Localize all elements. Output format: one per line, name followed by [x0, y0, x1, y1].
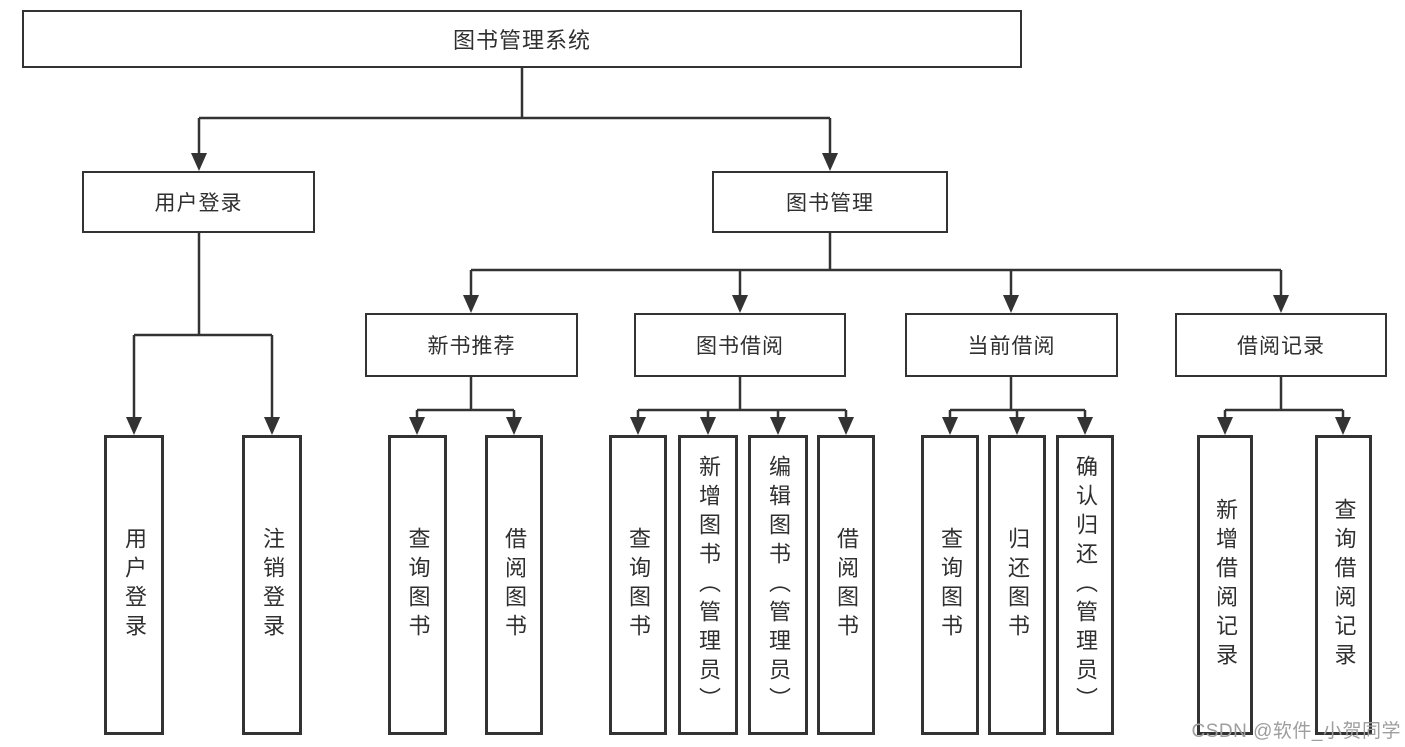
leaf-query-borrow-record: 查询借阅记录 — [1315, 435, 1372, 735]
leaf-query-book-under-borrowing: 查询图书 — [609, 435, 667, 735]
leaf-label: 查询图书 — [938, 527, 963, 643]
leaf-borrow-book-under-recommendation: 借阅图书 — [485, 435, 543, 735]
node-book-borrowing: 图书借阅 — [634, 313, 846, 377]
leaf-borrow-book-under-borrowing: 借阅图书 — [817, 435, 875, 735]
leaf-label: 编辑图书（管理员） — [766, 454, 791, 716]
leaf-user-login: 用户登录 — [104, 435, 164, 735]
leaf-label: 新增借阅记录 — [1213, 498, 1238, 672]
node-current-borrowing: 当前借阅 — [905, 313, 1118, 377]
leaf-confirm-return-admin: 确认归还（管理员） — [1056, 435, 1114, 735]
leaf-label: 借阅图书 — [502, 527, 527, 643]
leaf-logout: 注销登录 — [242, 435, 302, 735]
leaf-query-book-under-current: 查询图书 — [921, 435, 979, 735]
connector-lines — [132, 68, 1345, 418]
node-user-login: 用户登录 — [82, 171, 315, 233]
leaf-label: 用户登录 — [122, 527, 147, 643]
node-borrowing-records: 借阅记录 — [1175, 313, 1387, 377]
arrowhead-icons — [126, 153, 1351, 435]
leaf-label: 归还图书 — [1005, 527, 1030, 643]
node-root: 图书管理系统 — [22, 10, 1022, 68]
leaf-label: 注销登录 — [260, 527, 285, 643]
leaf-edit-book-admin: 编辑图书（管理员） — [748, 435, 808, 735]
node-new-book-recommendation: 新书推荐 — [365, 313, 578, 377]
leaf-label: 查询图书 — [405, 527, 431, 643]
leaf-label: 新增图书（管理员） — [696, 454, 721, 716]
leaf-label: 查询图书 — [626, 527, 651, 643]
leaf-add-book-admin: 新增图书（管理员） — [678, 435, 738, 735]
leaf-label: 借阅图书 — [834, 527, 859, 643]
leaf-query-book-under-recommendation: 查询图书 — [388, 435, 447, 735]
leaf-label: 确认归还（管理员） — [1073, 454, 1098, 716]
node-book-management: 图书管理 — [712, 171, 948, 233]
watermark: CSDN @软件_小贺同学 — [1191, 721, 1401, 742]
leaf-label: 查询借阅记录 — [1331, 498, 1357, 672]
leaf-return-book: 归还图书 — [988, 435, 1046, 735]
leaf-add-borrow-record: 新增借阅记录 — [1197, 435, 1253, 735]
